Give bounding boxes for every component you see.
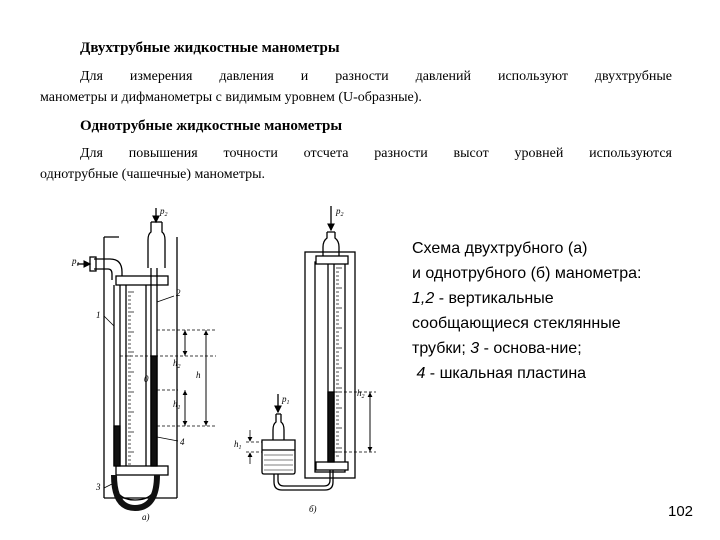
figure-a-liquid-left [113, 425, 121, 467]
section2-line1: Для повышения точности отсчета разности … [80, 146, 672, 161]
page-number: 102 [668, 503, 694, 520]
figure-a-h: h [196, 370, 201, 380]
figure-a-liquid-right [150, 355, 158, 467]
figure-b-cup [261, 439, 296, 475]
figure-a-tube1-inlet [94, 258, 123, 280]
figure-a-label-1: 1 [96, 310, 101, 320]
figure-a-zero: 0 [144, 374, 149, 384]
figure-a-label-2: 2 [176, 288, 181, 298]
section1-line2: манометры и дифманометры с видимым уровн… [40, 90, 422, 105]
svg-text:h1: h1 [234, 439, 242, 451]
caption-line1: Схема двухтрубного (а) [412, 240, 588, 257]
figure-a-labels: p2 p1 1 2 3 4 0 h2 h1 h а) [71, 206, 201, 522]
figure-a-caption: а) [142, 512, 150, 522]
figure-a-tube2-top [147, 222, 166, 268]
svg-text:p2: p2 [335, 206, 344, 218]
section1-line1: Для измерения давления и разности давлен… [80, 69, 672, 84]
section2-line2: однотрубные (чашечные) манометры. [40, 167, 266, 182]
figure-a-base [103, 236, 178, 499]
figure-a-scale-plate [125, 277, 147, 471]
svg-text:p1: p1 [71, 256, 80, 268]
figure-a-label-3: 3 [95, 482, 101, 492]
figure-a-label-4: 4 [180, 437, 185, 447]
caption-line2: и однотрубного (б) манометра: [412, 265, 642, 282]
section2-paragraph: Для повышения точности отсчета разности … [40, 143, 672, 185]
section1-paragraph: Для измерения давления и разности давлен… [40, 66, 672, 108]
section2-title: Однотрубные жидкостные манометры [80, 118, 343, 134]
figure-b-caption: б) [309, 504, 317, 514]
svg-text:p1: p1 [281, 394, 290, 406]
figure-a-two-tube-manometer [77, 208, 216, 512]
figure-b-liquid-column [327, 391, 335, 463]
svg-text:h2: h2 [173, 358, 181, 370]
figure-b-labels: p2 p1 h1 h2 б) [234, 206, 365, 514]
caption-line4: сообщающиеся стеклянные [412, 315, 621, 332]
svg-text:h2: h2 [357, 388, 365, 400]
figure-b-single-tube-manometer [246, 206, 376, 491]
svg-text:p2: p2 [159, 206, 168, 218]
section1-title: Двухтрубные жидкостные манометры [80, 40, 340, 56]
figure-caption: Схема двухтрубного (а) и однотрубного (б… [412, 236, 712, 386]
figure-a-u-bend-liquid [111, 474, 160, 512]
svg-text:h1: h1 [173, 399, 181, 411]
